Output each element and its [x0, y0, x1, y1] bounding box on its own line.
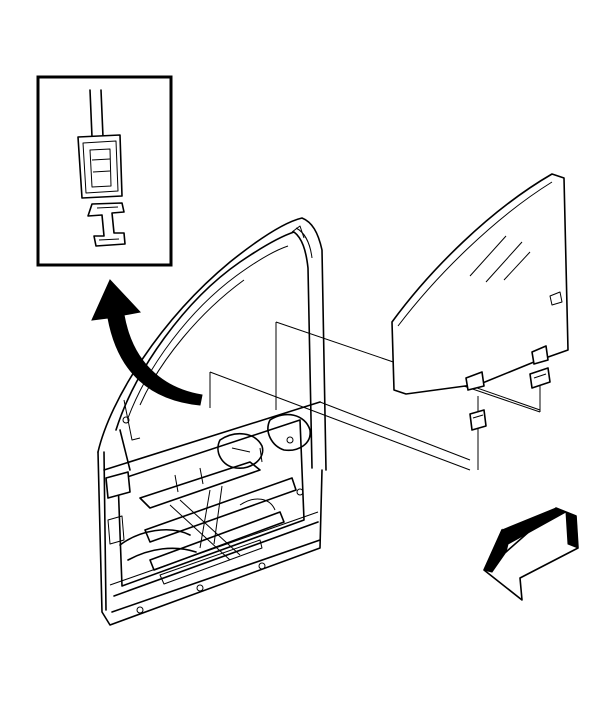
callout-arrow	[91, 279, 203, 406]
door-frame	[97, 217, 327, 626]
window-glass	[391, 173, 569, 431]
detail-inset	[36, 75, 173, 267]
guide-lines	[209, 321, 541, 471]
direction-arrow	[483, 507, 579, 601]
